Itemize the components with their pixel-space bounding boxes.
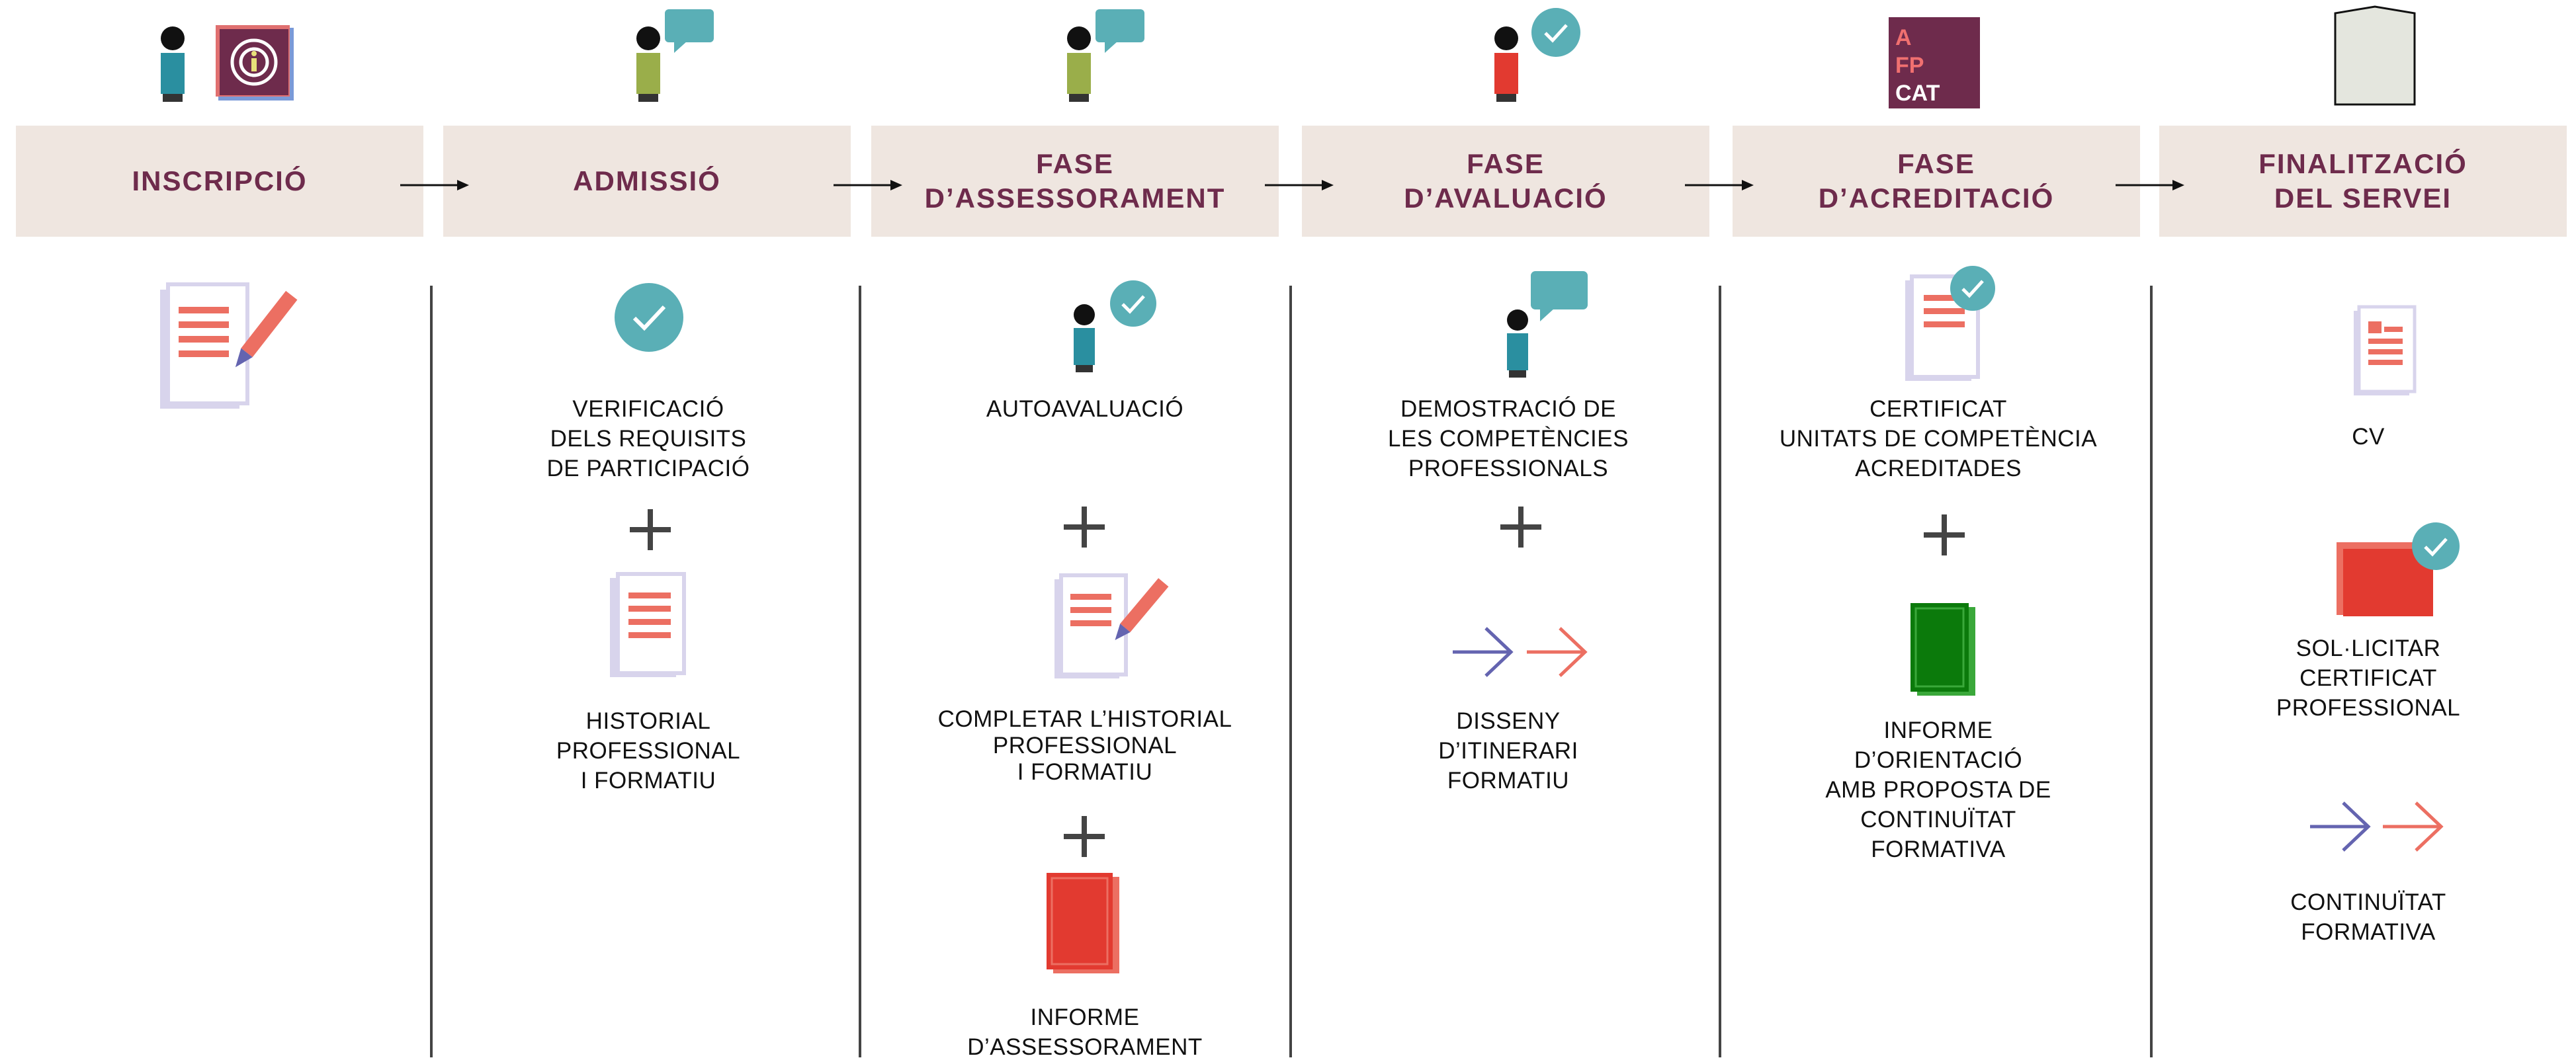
- flow-arrow-icon: [834, 180, 902, 190]
- check-icon: [1531, 8, 1580, 57]
- document-pencil-icon: [1054, 573, 1169, 678]
- flow-arrow-icon: [1685, 180, 1754, 190]
- finalitzacio-sollicitar-text: SOL·LICITAR CERTIFICAT PROFESSIONAL: [2276, 635, 2461, 721]
- info-badge-icon: [216, 25, 294, 101]
- folder-icon: [1047, 873, 1119, 973]
- afpcat-logo: A FP CAT: [1889, 17, 1980, 108]
- svg-text:FP: FP: [1895, 53, 1924, 78]
- person-icon: [1074, 304, 1095, 372]
- phase-inscripcio: INSCRIPCIÓ: [16, 126, 423, 237]
- flow-arrow-icon: [400, 180, 469, 190]
- svg-text:A: A: [1895, 25, 1912, 50]
- person-icon: [1067, 26, 1091, 102]
- speech-bubble-icon: [1531, 271, 1588, 321]
- phase-finalitzacio: FINALITZACIÓ DEL SERVEI: [2159, 126, 2567, 237]
- document-pencil-icon: [160, 282, 298, 409]
- assessorament-autoavaluacio-text: AUTOAVALUACIÓ: [986, 396, 1184, 422]
- column-divider: [1289, 286, 1292, 1057]
- column-divider: [1719, 286, 1721, 1057]
- check-icon: [615, 283, 683, 352]
- flow-arrow-icon: [2116, 180, 2184, 190]
- plus-icon: [1064, 507, 1105, 548]
- admissio-verificacio-text: VERIFICACIÓ DELS REQUISITS DE PARTICIPAC…: [546, 396, 750, 481]
- phase-avaluacio: FASE D’AVALUACIÓ: [1302, 126, 1709, 237]
- plus-icon: [1064, 816, 1105, 857]
- flow-arrow-icon: [1265, 180, 1334, 190]
- person-icon: [1494, 26, 1518, 102]
- check-icon: [1110, 280, 1156, 327]
- speech-bubble-icon: [1095, 9, 1144, 53]
- finalitzacio-continuitat-text: CONTINUÏTAT FORMATIVA: [2290, 889, 2446, 945]
- arrow-right-icon: [2383, 801, 2444, 852]
- folder-check-icon: [2337, 522, 2460, 616]
- phase-acreditacio: FASE D’ACREDITACIÓ: [1733, 126, 2140, 237]
- plus-icon: [1500, 507, 1541, 548]
- avaluacio-disseny-text: DISSENY D’ITINERARI FORMATIU: [1438, 708, 1578, 794]
- finalitzacio-cv-text: CV: [2352, 424, 2385, 450]
- column-divider: [859, 286, 861, 1057]
- avaluacio-demostracio-text: DEMOSTRACIÓ DE LES COMPETÈNCIES PROFESSI…: [1388, 396, 1629, 481]
- phase-admissio: ADMISSIÓ: [443, 126, 851, 237]
- assessorament-historial-text: COMPLETAR L’HISTORIAL PROFESSIONAL I FOR…: [937, 706, 1232, 785]
- speech-bubble-icon: [665, 9, 714, 53]
- arrow-right-icon: [2310, 801, 2371, 852]
- acreditacio-informe-text: INFORME D’ORIENTACIÓ AMB PROPOSTA DE CON…: [1825, 717, 2051, 862]
- arrow-right-icon: [1527, 627, 1588, 677]
- admissio-historial-text: HISTORIAL PROFESSIONAL I FORMATIU: [556, 708, 741, 794]
- person-icon: [161, 26, 185, 102]
- document-icon: [610, 572, 686, 677]
- cv-document-icon: [2354, 305, 2417, 395]
- arrow-right-icon: [1453, 627, 1514, 677]
- column-divider: [430, 286, 433, 1057]
- plus-icon: [1924, 514, 1965, 555]
- acreditacio-certificat-text: CERTIFICAT UNITATS DE COMPETÈNCIA ACREDI…: [1779, 396, 2098, 481]
- column-divider: [2150, 286, 2153, 1057]
- person-icon: [1507, 309, 1528, 378]
- folder-icon: [1911, 603, 1975, 696]
- svg-text:CAT: CAT: [1895, 81, 1940, 106]
- document-check-icon: [1905, 266, 1995, 381]
- tombstone-icon: [2334, 5, 2416, 106]
- phase-assessorament: FASE D’ASSESSORAMENT: [871, 126, 1279, 237]
- plus-icon: [630, 509, 671, 550]
- assessorament-informe-text: INFORME D’ASSESSORAMENT: [967, 1004, 1203, 1060]
- person-icon: [636, 26, 660, 102]
